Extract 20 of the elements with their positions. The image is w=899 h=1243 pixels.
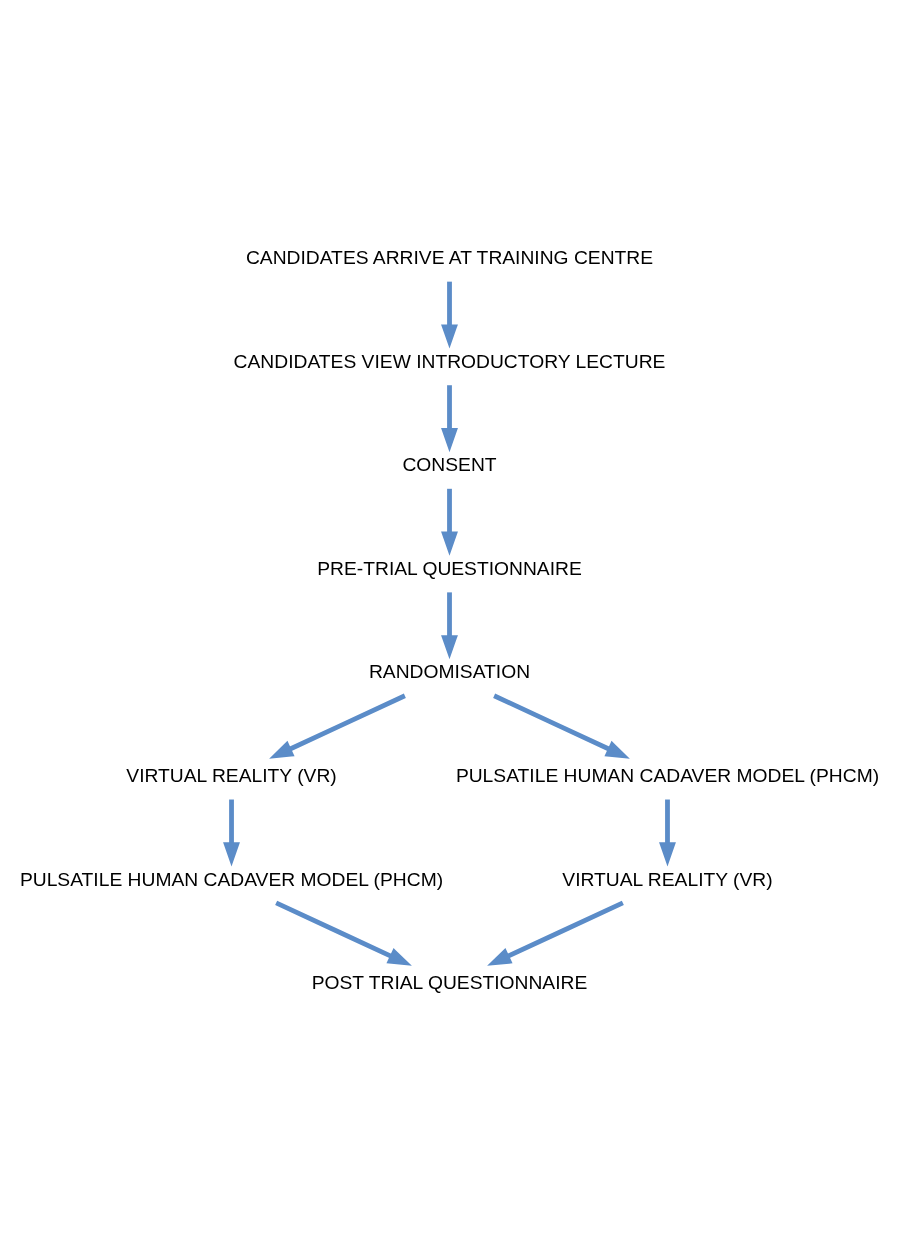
arrow <box>269 693 406 759</box>
arrow <box>223 799 240 866</box>
node-text: CANDIDATES VIEW INTRODUCTORY LECTURE <box>233 350 666 372</box>
arrow <box>441 281 458 349</box>
node-text: VIRTUAL REALITY (VR) <box>126 764 337 786</box>
arrow <box>441 591 458 659</box>
node-text: VIRTUAL REALITY (VR) <box>562 868 773 890</box>
node-text: PULSATILE HUMAN CADAVER MODEL (PHCM) <box>19 868 444 890</box>
arrow <box>441 488 458 556</box>
arrow <box>659 799 676 866</box>
arrow <box>487 900 624 966</box>
node-text: POST TRIAL QUESTIONNAIRE <box>311 971 588 993</box>
node-text: CONSENT <box>402 453 497 475</box>
node-text: PULSATILE HUMAN CADAVER MODEL (PHCM) <box>455 764 880 786</box>
node-text: RANDOMISATION <box>368 660 531 682</box>
node-text: CANDIDATES ARRIVE AT TRAINING CENTRE <box>245 246 654 268</box>
arrow <box>493 693 630 759</box>
arrow <box>275 900 412 966</box>
arrow <box>441 384 458 452</box>
node-text: PRE-TRIAL QUESTIONNAIRE <box>317 557 582 579</box>
